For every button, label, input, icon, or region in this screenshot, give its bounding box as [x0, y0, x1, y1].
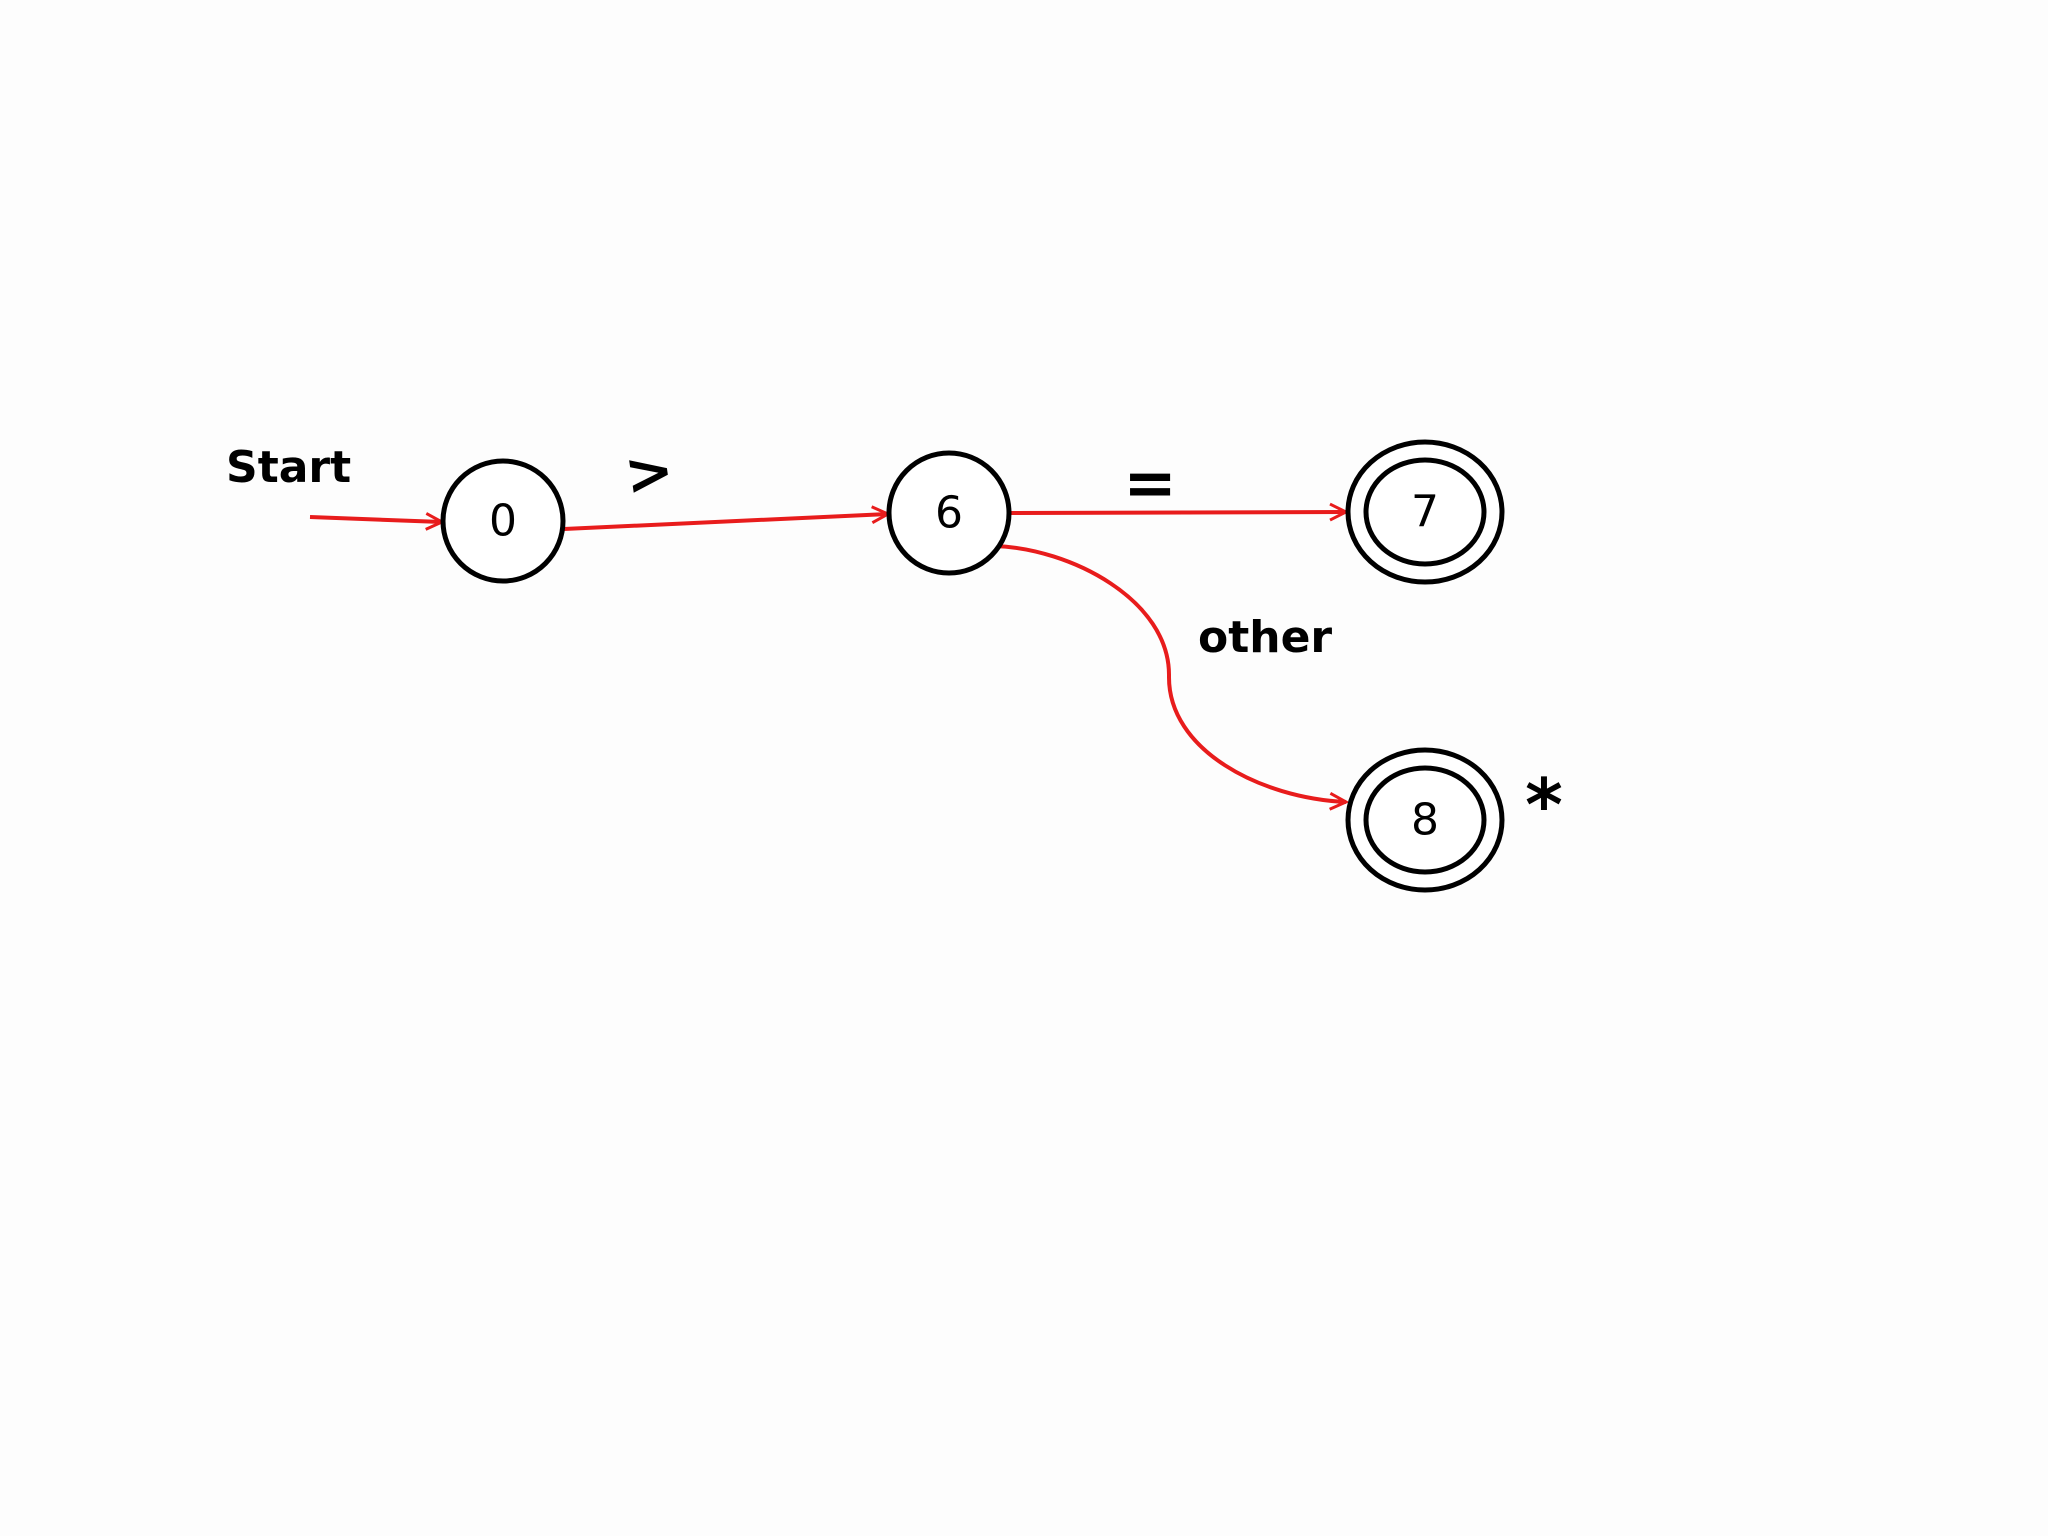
edge-label-other: other [1198, 612, 1332, 663]
edge-label-equals: = [1123, 447, 1177, 521]
start-label: Start [226, 442, 351, 493]
start-arrow [309, 517, 442, 522]
edge-label-gt: > [620, 435, 678, 509]
edge-6-to-7 [1009, 512, 1346, 513]
state-7-accepting: 7 [1345, 439, 1505, 585]
state-8-label: 8 [1411, 795, 1439, 846]
retract-asterisk: * [1525, 763, 1563, 847]
state-7-label: 7 [1411, 487, 1439, 538]
state-6-label: 6 [935, 488, 963, 539]
state-0-label: 0 [489, 496, 517, 547]
state-8-accepting: 8 [1345, 747, 1505, 893]
edge-6-to-8 [993, 544, 1346, 802]
edge-0-to-6 [563, 514, 888, 531]
state-6: 6 [886, 450, 1012, 576]
state-0: 0 [440, 458, 566, 584]
